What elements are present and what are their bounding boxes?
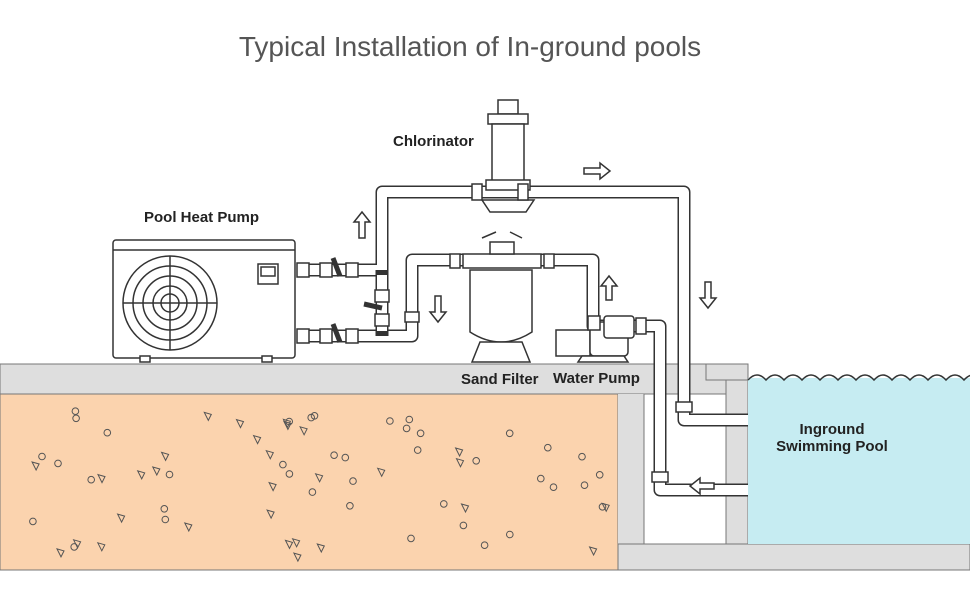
pebble [38, 452, 46, 461]
pebble [160, 451, 170, 462]
pebble [480, 541, 489, 550]
pebble [165, 470, 174, 479]
pipe-fittings [404, 311, 693, 483]
pebble [266, 509, 275, 520]
pebble [307, 413, 316, 422]
pebble [279, 460, 287, 469]
chlorinator [471, 99, 536, 213]
pebble [116, 513, 126, 524]
arrow-right-icon [583, 161, 612, 181]
pebble [56, 548, 65, 559]
pebble [544, 443, 552, 452]
page-title: Typical Installation of In-ground pools [239, 31, 701, 62]
pebble [598, 503, 607, 511]
heat-pump-fittings [296, 257, 390, 344]
flow-arrows [352, 161, 718, 496]
sand-filter-label: Sand Filter [461, 371, 539, 388]
pebble [588, 546, 598, 557]
pebble [460, 503, 470, 514]
water-pump-label: Water Pump [553, 370, 640, 387]
pebble [506, 530, 514, 539]
arrow-left-icon [688, 476, 715, 496]
chlorinator-label: Chlorinator [393, 133, 474, 150]
pebble [31, 461, 40, 472]
pebble [292, 552, 302, 563]
soil-area [0, 393, 619, 571]
pebble [376, 467, 386, 478]
pebble [151, 466, 161, 477]
pebble [71, 407, 80, 416]
pool-water [748, 378, 970, 544]
pebble [136, 470, 146, 481]
pebble [161, 515, 170, 524]
heat-pump-label: Pool Heat Pump [144, 209, 259, 226]
ground-slab [0, 363, 749, 395]
pebble [160, 505, 169, 513]
arrow-up-icon [352, 210, 372, 239]
pebble [285, 470, 294, 478]
arrow-up-icon [599, 274, 619, 301]
pebble [282, 418, 292, 429]
pebble [330, 451, 338, 460]
pebble [235, 418, 245, 429]
pebble [455, 457, 465, 468]
ground-wall-left [618, 394, 644, 570]
pebble [96, 542, 106, 552]
pebble [601, 502, 610, 513]
pebble [284, 539, 294, 550]
pebble [459, 521, 468, 530]
pebble [578, 452, 586, 461]
pebble [349, 477, 357, 485]
pebble [29, 517, 37, 526]
sand-filter [449, 231, 555, 363]
pebble [291, 538, 301, 548]
pebble [299, 426, 308, 436]
arrow-down-icon [698, 281, 718, 310]
pebble [308, 488, 317, 496]
pebble [537, 474, 545, 483]
pebble [70, 543, 78, 551]
pebble [405, 415, 414, 424]
ground-bottom [617, 543, 970, 571]
pebble [252, 434, 262, 445]
pebble [440, 500, 448, 508]
water-pump [555, 315, 647, 363]
arrow-down-icon [428, 295, 448, 324]
pool-label-line2: Swimming Pool [776, 438, 888, 455]
pebble [454, 447, 464, 458]
pebble [595, 471, 604, 479]
pebble [505, 429, 514, 438]
pebble [54, 459, 62, 468]
pebble [316, 543, 326, 554]
pebble [386, 417, 394, 425]
pebble [103, 428, 112, 437]
water-surface-waves [747, 374, 970, 382]
pebble [203, 411, 213, 422]
pool-heat-pump [112, 239, 296, 363]
pebble [97, 473, 106, 484]
pebble [472, 457, 481, 465]
pebble [346, 502, 354, 510]
pebble [87, 475, 95, 484]
pebble [341, 453, 350, 462]
pebble [314, 473, 324, 483]
pool-wall [725, 363, 749, 545]
pebble [183, 522, 193, 533]
pebble [413, 446, 422, 454]
pebble [402, 424, 411, 433]
pool-coping [705, 363, 749, 381]
pebble [72, 414, 80, 423]
pebble [580, 481, 589, 490]
pebble [265, 449, 275, 460]
pebble [549, 483, 558, 492]
pebble [268, 481, 277, 492]
pebble [407, 534, 415, 543]
pebble [416, 429, 425, 438]
control-panel-icon [257, 263, 279, 285]
soil-pebbles [29, 407, 610, 563]
pool-label-line1: Inground [800, 421, 865, 438]
